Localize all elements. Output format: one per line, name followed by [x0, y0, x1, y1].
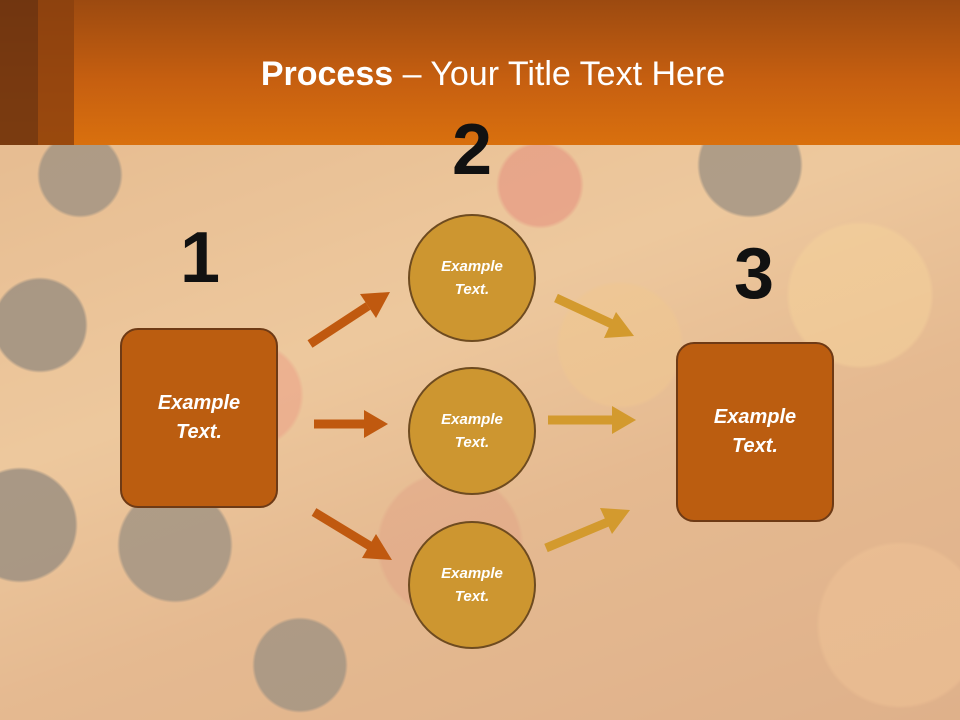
- step-3-box[interactable]: Example Text.: [676, 342, 834, 522]
- header-accent-strip-2: [38, 0, 74, 145]
- arrow-top-to-3: [554, 293, 634, 338]
- step-number-3: 3: [733, 234, 775, 314]
- header-accent-strip: [0, 0, 38, 145]
- title-bold-part: Process: [260, 55, 394, 93]
- slide-title[interactable]: Process – Your Title Text Here: [0, 52, 960, 96]
- circle-text: Example Text.: [441, 411, 503, 451]
- circle-text: Example Text.: [441, 565, 503, 605]
- step-2-circle-middle[interactable]: Example Text.: [408, 367, 536, 495]
- step-3-text: Example Text.: [713, 406, 797, 457]
- step-2-circle-top[interactable]: Example Text.: [408, 214, 536, 342]
- step-2-circle-bottom[interactable]: Example Text.: [408, 521, 536, 649]
- step-1-text: Example Text.: [157, 392, 241, 443]
- title-bar: [0, 0, 960, 145]
- step-1-box[interactable]: Example Text.: [120, 328, 278, 508]
- arrow-middle-to-3: [548, 406, 636, 434]
- step-number-2: 2: [451, 110, 493, 190]
- step-number-1: 1: [179, 218, 221, 298]
- arrow-1-to-bottom: [311, 508, 392, 560]
- title-regular-part: – Your Title Text Here: [393, 55, 726, 93]
- arrow-bottom-to-3: [544, 508, 630, 553]
- arrow-1-to-middle: [314, 410, 388, 438]
- arrow-1-to-top: [307, 292, 390, 348]
- circle-text: Example Text.: [441, 258, 503, 298]
